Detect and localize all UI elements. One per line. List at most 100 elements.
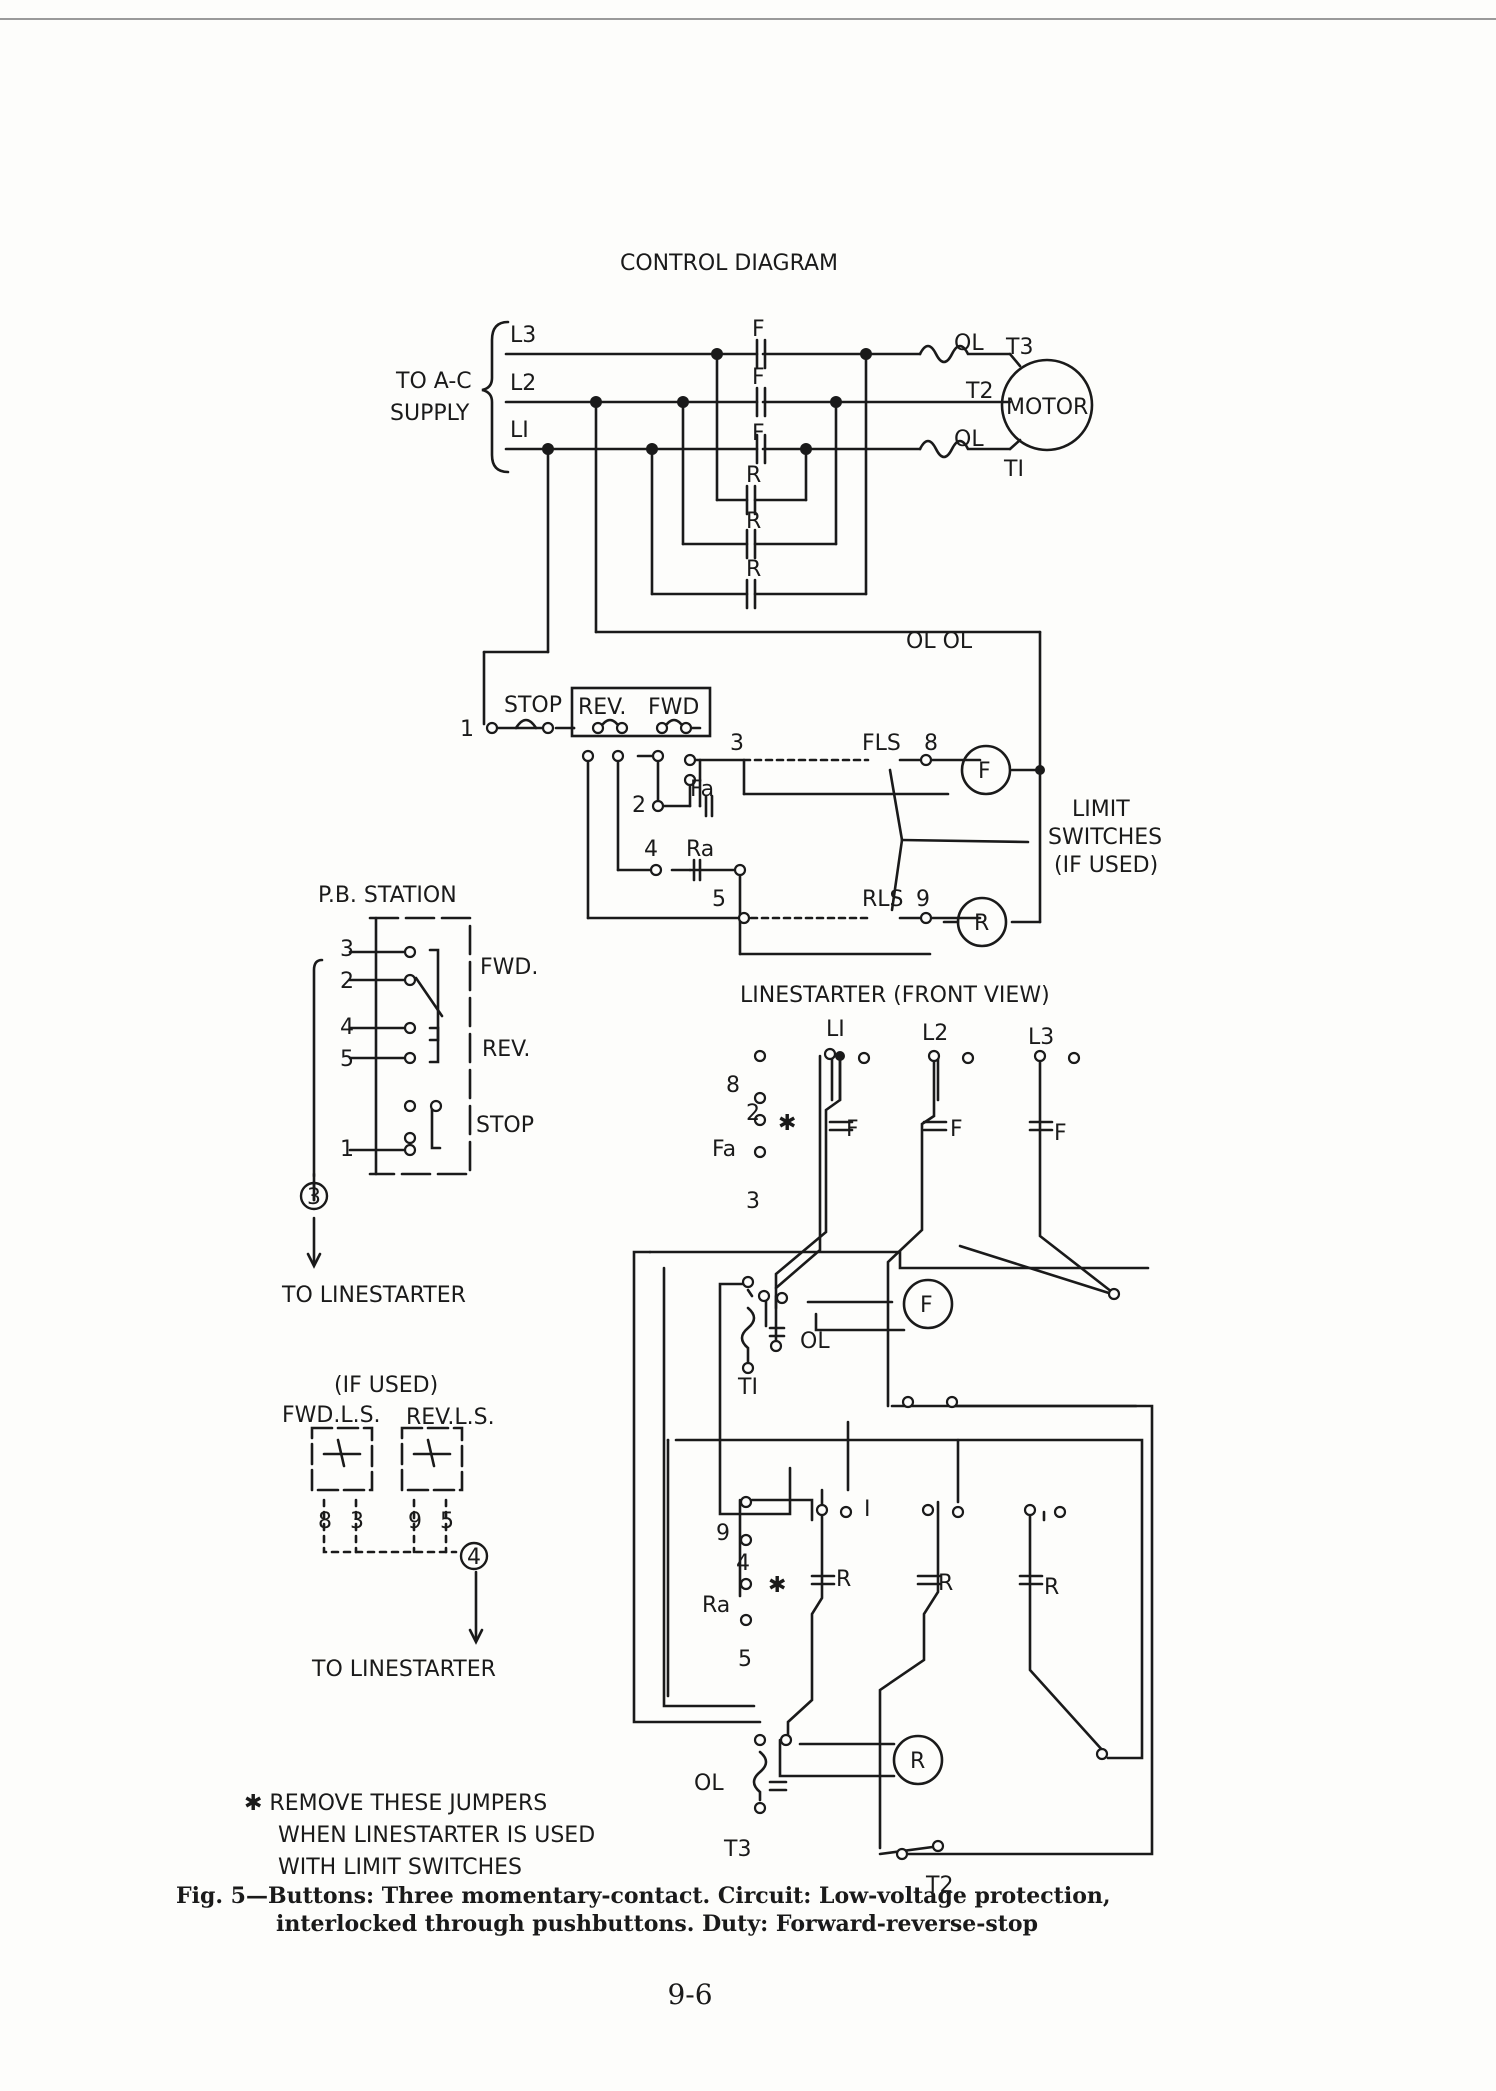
node-4: 4 — [644, 837, 658, 862]
terminal-circles — [403, 721, 1121, 1861]
pb-station-title: P.B. STATION — [318, 883, 457, 908]
ls-coil-r-label: R — [910, 1749, 925, 1774]
coil-f-label: F — [978, 759, 991, 784]
pb-fwd-label: FWD. — [480, 955, 538, 980]
pb-terminal-4: 4 — [340, 1015, 354, 1040]
limit-label-3: (IF USED) — [1054, 853, 1158, 878]
supply-brace — [481, 320, 510, 474]
terminal-t1: TI — [1003, 457, 1024, 482]
fls-label: FLS — [862, 731, 901, 756]
ls-f-2: F — [950, 1117, 963, 1142]
ls-star-top: ✱ — [778, 1111, 796, 1136]
diagram-title: CONTROL DIAGRAM — [620, 251, 838, 276]
pb-to-linestarter: TO LINESTARTER — [281, 1283, 466, 1308]
supply-label-2: SUPPLY — [390, 401, 470, 426]
scan-edge-line — [0, 18, 1496, 20]
ls-fwd-label: FWD.L.S. — [282, 1403, 381, 1428]
caption-line-2: interlocked through pushbuttons. Duty: F… — [276, 1911, 1038, 1937]
note-line-3: WITH LIMIT SWITCHES — [278, 1855, 522, 1880]
ls-aux-fa: Fa — [712, 1137, 736, 1162]
coil-f — [960, 744, 1012, 796]
node-8: 8 — [924, 731, 938, 756]
ra-label: Ra — [686, 837, 714, 862]
pb-ref-circle — [299, 1181, 329, 1211]
limit-label-2: SWITCHES — [1048, 825, 1162, 850]
pb-stop-label: STOP — [476, 1113, 534, 1138]
pb-terminal-3: 3 — [340, 937, 354, 962]
pb-rev-label: REV. — [482, 1037, 530, 1062]
line-l1-label: LI — [510, 418, 529, 443]
ls-line-l2: L2 — [922, 1021, 948, 1046]
line-l2-label: L2 — [510, 371, 536, 396]
ls-aux-5: 5 — [738, 1647, 752, 1672]
ls-terminal-9: 9 — [408, 1509, 422, 1534]
motor-symbol — [1000, 358, 1094, 452]
supply-label-1: TO A-C — [395, 369, 472, 394]
terminal-t2: T2 — [965, 379, 993, 404]
ls-r-1: R — [836, 1567, 851, 1592]
contact-r-3: R — [746, 557, 761, 582]
ls-output-t3: T3 — [723, 1837, 751, 1862]
ls-f-1: F — [846, 1117, 859, 1142]
ls-aux-ra: Ra — [702, 1593, 730, 1618]
figure-caption: Fig. 5—Buttons: Three momentary-contact.… — [176, 1882, 1256, 1938]
fa-label: Fa — [690, 777, 714, 802]
ls-r-2: R — [938, 1571, 953, 1596]
ls-output-t2: T2 — [925, 1873, 953, 1898]
ls-terminal-5: 5 — [440, 1509, 454, 1534]
ls-coil-r — [892, 1734, 944, 1786]
ol-heater-t3 — [918, 344, 1012, 364]
ls-node-1: I — [864, 1497, 871, 1522]
terminal-t3: T3 — [1005, 335, 1033, 360]
ls-ol-2: OL — [694, 1771, 724, 1796]
ls-line-l3: L3 — [1028, 1025, 1054, 1050]
contact-r-1: R — [746, 463, 761, 488]
ol-contacts-label: OL OL — [906, 629, 973, 654]
node-1: 1 — [460, 717, 474, 742]
ls-aux-4: 4 — [736, 1551, 750, 1576]
stop-label: STOP — [504, 693, 562, 718]
node-9: 9 — [916, 887, 930, 912]
ls-rev-label: REV.L.S. — [406, 1405, 495, 1430]
rev-label: REV. — [578, 695, 626, 720]
pb-ref-number: 3 — [307, 1185, 321, 1210]
ls-aux-2: 2 — [746, 1101, 760, 1126]
ls-line-l1: LI — [826, 1017, 845, 1042]
ls-if-used: (IF USED) — [334, 1373, 438, 1398]
ls-ol-1: OL — [800, 1329, 830, 1354]
ls-output-t1: TI — [737, 1375, 758, 1400]
pb-terminal-5: 5 — [340, 1047, 354, 1072]
ol-heater-t1 — [918, 439, 1012, 459]
contact-f-l1: F — [752, 421, 765, 446]
limit-label-1: LIMIT — [1072, 797, 1130, 822]
ls-terminal-3: 3 — [350, 1509, 364, 1534]
ls-aux-3: 3 — [746, 1189, 760, 1214]
ls-star-bottom: ✱ — [768, 1573, 786, 1598]
ol-label-t3: OL — [954, 331, 984, 356]
contact-r-2: R — [746, 509, 761, 534]
ls-f-3: F — [1054, 1121, 1067, 1146]
ls-ref-number: 4 — [467, 1545, 481, 1570]
contact-f-l3: F — [752, 317, 765, 342]
junction-dots — [542, 348, 1045, 1061]
ls-ref-circle — [459, 1541, 489, 1571]
node-5: 5 — [712, 887, 726, 912]
linestarter-title: LINESTARTER (FRONT VIEW) — [740, 983, 1050, 1008]
ls-coil-f-label: F — [920, 1293, 933, 1318]
line-l3-label: L3 — [510, 323, 536, 348]
caption-line-1: Fig. 5—Buttons: Three momentary-contact.… — [176, 1883, 1111, 1909]
ls-r-3: R — [1044, 1575, 1059, 1600]
jumper-note: ✱ REMOVE THESE JUMPERS WHEN LINESTARTER … — [244, 1788, 595, 1884]
rls-label: RLS — [862, 887, 904, 912]
node-2: 2 — [632, 793, 646, 818]
coil-r-label: R — [974, 911, 989, 936]
pb-terminal-1: 1 — [340, 1137, 354, 1162]
ol-label-t1: OL — [954, 427, 984, 452]
pb-terminal-2: 2 — [340, 969, 354, 994]
ls-aux-9: 9 — [716, 1521, 730, 1546]
node-3: 3 — [730, 731, 744, 756]
ls-terminal-8: 8 — [318, 1509, 332, 1534]
note-line-1: ✱ REMOVE THESE JUMPERS — [244, 1791, 548, 1816]
page-number: 9-6 — [667, 1978, 713, 2011]
